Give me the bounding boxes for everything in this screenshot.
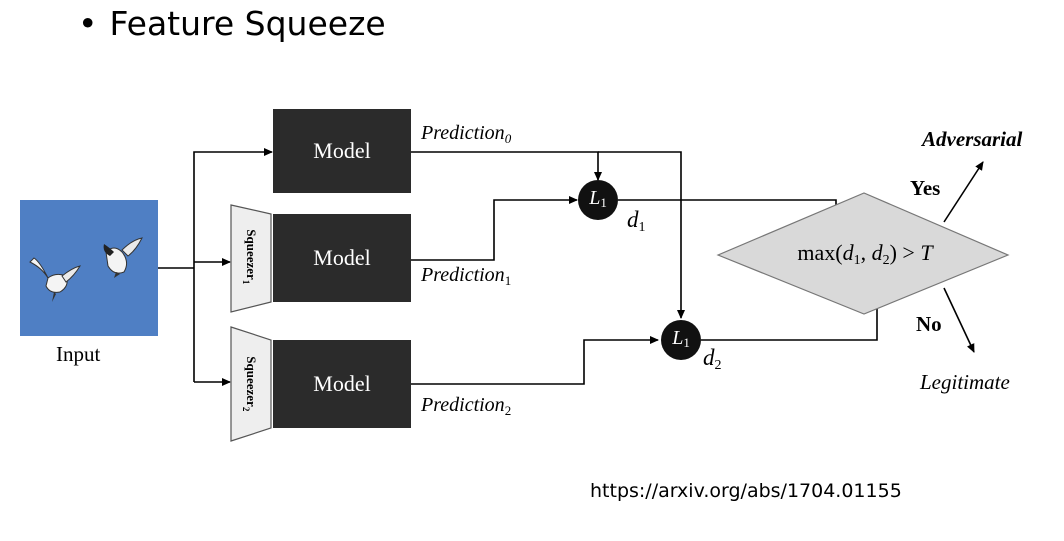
- squeezer-1-label: Squeezer1: [241, 212, 259, 302]
- formula-suffix: ) >: [889, 240, 921, 265]
- slide-title: • Feature Squeeze: [78, 4, 386, 43]
- d2-sub: 2: [714, 358, 722, 373]
- l1-sub: 1: [600, 195, 607, 210]
- l1-sub: 1: [683, 335, 690, 350]
- arrow-pred2-to-l1b: [411, 336, 659, 385]
- l1-node-2: [661, 320, 701, 360]
- l1-text: L: [589, 187, 601, 209]
- bird-icon: [103, 237, 143, 278]
- prediction-0-text: Prediction: [421, 122, 505, 144]
- squeezer-2-sub: 2: [241, 406, 252, 412]
- squeezer-2-label: Squeezer2: [241, 339, 259, 429]
- d1-sub: 1: [638, 220, 646, 235]
- squeezer-1-sub: 1: [241, 279, 252, 285]
- prediction-0-sub: 0: [504, 131, 512, 146]
- decision-diamond: [716, 192, 1010, 315]
- legitimate-label: Legitimate: [920, 370, 1010, 394]
- yes-label: Yes: [910, 176, 941, 200]
- no-label: No: [916, 312, 942, 336]
- l1-node-1: [578, 180, 618, 220]
- prediction-1-text: Prediction: [421, 264, 505, 286]
- arrow-yes: [943, 161, 984, 223]
- model-label: Model: [313, 138, 371, 163]
- squeezer-2-shape: [230, 326, 272, 442]
- model-box-0: Model: [273, 109, 411, 193]
- formula-prefix: max(: [797, 240, 843, 265]
- bullet-glyph: •: [78, 4, 98, 43]
- input-label: Input: [56, 342, 101, 366]
- d1-text: d: [627, 207, 639, 232]
- arrow-pred0-to-l1b: [598, 151, 685, 319]
- formula-t: T: [920, 240, 933, 265]
- arrow-pred0-to-l1a: [411, 151, 602, 181]
- squeezer-1-shape: [230, 204, 272, 313]
- reference-url: https://arxiv.org/abs/1704.01155: [590, 480, 902, 502]
- formula-b: d: [871, 240, 883, 265]
- prediction-2-text: Prediction: [421, 394, 505, 416]
- prediction-2-sub: 2: [504, 403, 512, 418]
- arrow-to-model-0: [193, 148, 273, 382]
- adversarial-label: Adversarial: [922, 127, 1023, 151]
- l1-text: L: [672, 327, 684, 349]
- d1-label: d1: [627, 207, 646, 236]
- model-label: Model: [313, 245, 371, 270]
- model-box-2: Model: [273, 340, 411, 428]
- d2-label: d2: [703, 345, 722, 374]
- decision-formula: max(d1, d2) > T: [740, 240, 990, 269]
- prediction-1-label: Prediction1: [421, 264, 511, 289]
- l1-node-2-label: L1: [661, 327, 701, 351]
- bird-icon: [29, 257, 82, 302]
- formula-a-sub: 1: [853, 253, 861, 268]
- formula-b-sub: 2: [882, 253, 890, 268]
- squeezer-1-text: Squeezer: [243, 229, 259, 280]
- arrow-no: [943, 287, 975, 353]
- formula-sep: ,: [860, 240, 872, 265]
- squeezer-2-text: Squeezer: [243, 356, 259, 407]
- prediction-1-sub: 1: [504, 273, 512, 288]
- arrow-pred1-to-l1a: [411, 196, 578, 261]
- formula-a: d: [842, 240, 854, 265]
- d2-text: d: [703, 345, 715, 370]
- slide-title-text: Feature Squeeze: [109, 4, 386, 43]
- model-box-1: Model: [273, 214, 411, 302]
- model-label: Model: [313, 371, 371, 396]
- prediction-2-label: Prediction2: [421, 394, 511, 419]
- prediction-0-label: Prediction0: [421, 122, 511, 147]
- l1-node-1-label: L1: [578, 187, 618, 211]
